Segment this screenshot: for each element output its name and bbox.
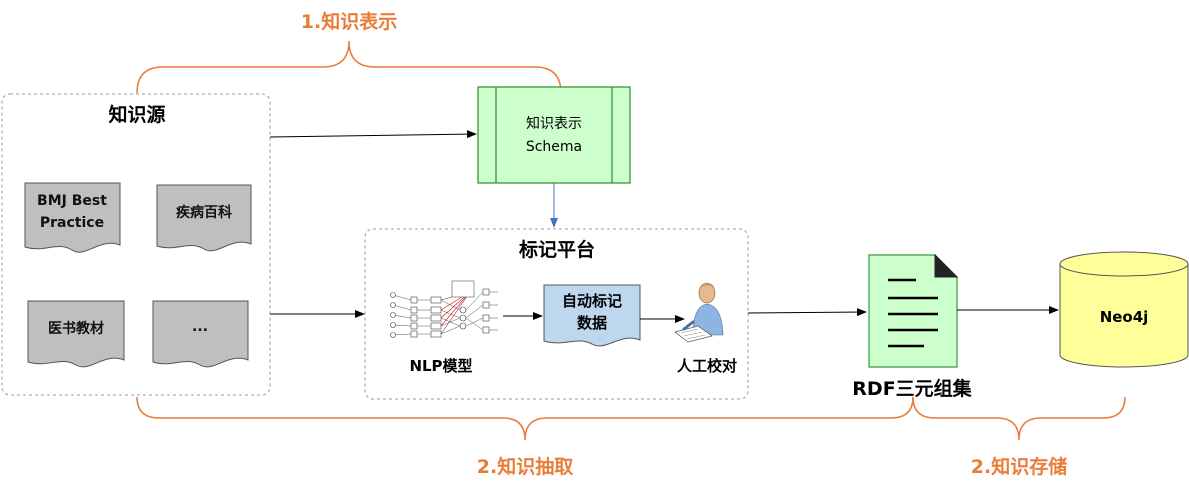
schema-box-line1: 知识表示 [526,115,582,132]
auto-labeled-doc-shape [543,284,641,347]
doc-shape-encyclopedia [156,184,252,252]
person-at-desk-icon [674,282,724,343]
database-cylinder-icon [1059,251,1189,368]
doc-shape-bmj [24,182,121,253]
brace-representation [136,40,562,94]
arrow-source-to-schema [269,130,477,139]
manual-review-label: 人工校对 [677,357,737,375]
document-lines-icon [868,253,959,368]
stage-label-storage: 2.知识存储 [971,455,1067,478]
stage-label-representation: 1.知识表示 [301,10,397,33]
doc-label-bmj-line2: Practice [40,215,104,231]
auto-labeled-line1: 自动标记 [562,292,622,310]
arrow-platform-to-rdf [747,308,867,317]
stage-label-extraction: 2.知识抽取 [477,455,573,478]
nlp-model-label: NLP模型 [409,357,472,375]
doc-shape-more [152,300,249,368]
doc-label-more: ... [192,319,208,335]
knowledge-source-title: 知识源 [108,103,165,126]
neural-network-diagram-icon [390,280,498,338]
doc-label-bmj-line1: BMJ Best [37,193,107,209]
doc-label-textbook: 医书教材 [48,320,104,337]
doc-label-encyclopedia: 疾病百科 [176,204,232,221]
annotation-platform-title: 标记平台 [519,238,595,261]
schema-box-line2: Schema [526,139,582,155]
rdf-label: RDF三元组集 [852,377,972,400]
auto-labeled-line2: 数据 [577,314,607,332]
brace-extraction [136,396,914,441]
doc-shape-textbook [27,300,125,368]
neo4j-label: Neo4j [1100,308,1149,326]
schema-box [477,86,631,184]
brace-storage [912,396,1126,441]
